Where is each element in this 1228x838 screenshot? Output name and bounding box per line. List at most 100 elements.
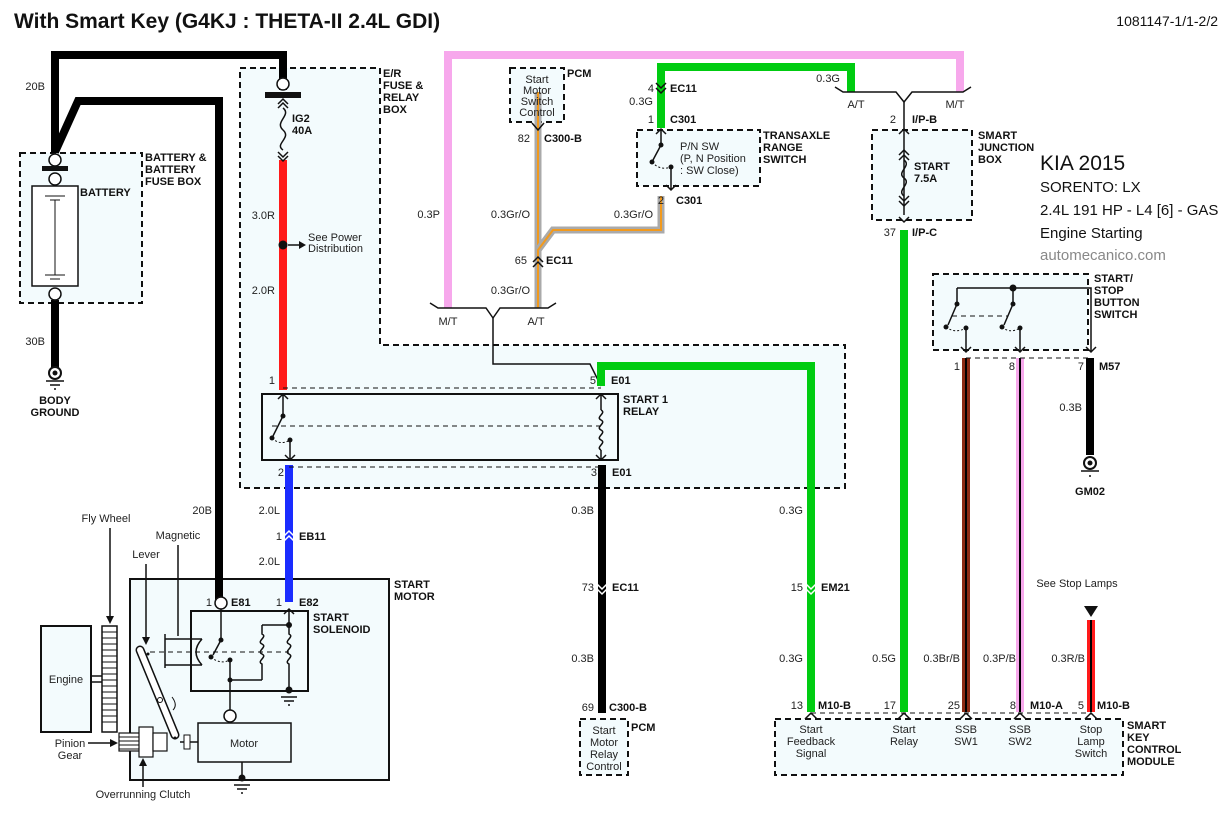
- diagram-title: With Smart Key (G4KJ : THETA-II 2.4L GDI…: [14, 10, 440, 33]
- connector-ec11-65: EC11: [546, 255, 573, 267]
- pin-8-m10a: 8: [1010, 700, 1016, 712]
- start-motor-label-1: START: [394, 579, 430, 591]
- skcm-pin-start-feedback-2: Feedback: [787, 736, 836, 748]
- pin-17: 17: [884, 700, 896, 712]
- pn-switch-text-1: P/N SW: [680, 141, 720, 153]
- er-fuse-relay-box: [239, 67, 846, 489]
- skcm-pin-start-feedback-3: Signal: [796, 748, 827, 760]
- pin-1-c301: 1: [648, 114, 654, 126]
- pcm-top-text-3: Switch: [521, 96, 553, 108]
- connector-c300b-69: C300-B: [609, 702, 647, 714]
- see-power-link-2[interactable]: Distribution: [308, 243, 363, 255]
- wire-label-3.0R: 3.0R: [252, 210, 275, 222]
- connector-ipc-37: I/P-C: [912, 227, 937, 239]
- motor-ground-icon: [234, 762, 250, 794]
- fuse-start-icon: [898, 115, 910, 224]
- splice-left-at: A/T: [527, 316, 544, 328]
- connector-ec11-73: EC11: [612, 582, 639, 594]
- pin-8-m57: 8: [1009, 361, 1015, 373]
- connector-e82: E82: [299, 597, 319, 609]
- vehicle-engine: 2.4L 191 HP - L4 [6] - GAS: [1040, 202, 1218, 219]
- pin-73: 73: [582, 582, 594, 594]
- start-stop-button-switch-box: [932, 273, 1089, 351]
- pin-15: 15: [791, 582, 803, 594]
- pcm-bottom-box: [579, 718, 629, 776]
- splice-right: [834, 86, 972, 115]
- battery-fuse-box-label-3: FUSE BOX: [145, 176, 202, 188]
- pcm-bottom-text-2: Motor: [590, 737, 618, 749]
- start-solenoid-label-2: SOLENOID: [313, 624, 371, 636]
- pcm-bottom-label: PCM: [631, 722, 655, 734]
- skcm-pin-start-relay-1: Start: [892, 724, 915, 736]
- wire-label-20B-mid: 20B: [192, 505, 212, 517]
- pin-2-c301: 2: [658, 195, 664, 207]
- splice-left: [429, 302, 557, 320]
- pin-37: 37: [884, 227, 896, 239]
- start-stop-label-1: START/: [1094, 273, 1133, 285]
- fuse-ig2-icon: [277, 97, 289, 163]
- start1-relay-label-1: START 1: [623, 394, 668, 406]
- pin-13: 13: [791, 700, 803, 712]
- skcm-pin-ssb-sw2-1: SSB: [1009, 724, 1031, 736]
- motor-terminal: [223, 709, 237, 723]
- pin-5-e01: 5: [590, 375, 596, 387]
- lever-label: Lever: [132, 549, 160, 561]
- connector-c301-1: C301: [670, 114, 696, 126]
- pin-1-e81: 1: [206, 597, 212, 609]
- wire-label-0.3G-b: 0.3G: [816, 73, 840, 85]
- sjb-label-3: BOX: [978, 154, 1003, 166]
- splice-left-mt: M/T: [439, 316, 458, 328]
- start-stop-label-2: STOP: [1094, 285, 1124, 297]
- connector-c300b-82-icon: [531, 122, 545, 132]
- pin-5-m10b: 5: [1078, 700, 1084, 712]
- connector-e01-5: E01: [611, 375, 631, 387]
- start-solenoid-label-1: START: [313, 612, 349, 624]
- smart-key-control-module-box: [774, 718, 1124, 776]
- start1-relay-label-2: RELAY: [623, 406, 660, 418]
- skcm-pin-ssb-sw1-2: SW1: [954, 736, 978, 748]
- engine-block: [40, 625, 92, 733]
- wire-label-0.3B-a: 0.3B: [571, 505, 594, 517]
- er-box-label-2: FUSE &: [383, 80, 423, 92]
- pin-3-e01: 3: [591, 467, 597, 479]
- sjb-label-1: SMART: [978, 130, 1017, 142]
- pcm-top-text-2: Motor: [523, 85, 551, 97]
- pin-1-e01: 1: [269, 375, 275, 387]
- battery-fuse-box-label-1: BATTERY &: [145, 152, 207, 164]
- start-motor-label-2: MOTOR: [394, 591, 435, 603]
- connector-c300b-82: C300-B: [544, 133, 582, 145]
- connector-m10b-13: M10-B: [818, 700, 851, 712]
- wire-label-30B: 30B: [25, 336, 45, 348]
- see-stop-lamps-link[interactable]: See Stop Lamps: [1036, 578, 1118, 590]
- wire-label-0.3B-b: 0.3B: [571, 653, 594, 665]
- connector-e01-3: E01: [612, 467, 632, 479]
- skcm-pin-ssb-sw1-1: SSB: [955, 724, 977, 736]
- wire-pink: [444, 51, 964, 308]
- start-stop-label-3: BUTTON: [1094, 297, 1140, 309]
- pin-2-e01: 2: [278, 467, 284, 479]
- pin-1-e82: 1: [276, 597, 282, 609]
- pin-1-m57: 1: [954, 361, 960, 373]
- connector-ec11-65-icon: [532, 255, 544, 268]
- skcm-pin-ssb-sw2-2: SW2: [1008, 736, 1032, 748]
- terminal-e81: [214, 596, 228, 610]
- skcm-pin-start-relay-2: Relay: [890, 736, 919, 748]
- wire-label-0.3B-c: 0.3B: [1059, 402, 1082, 414]
- fuse-start-name: START: [914, 161, 950, 173]
- transaxle-label-2: RANGE: [763, 142, 803, 154]
- pin-82: 82: [518, 133, 530, 145]
- fuse-start-rating: 7.5A: [914, 173, 937, 185]
- see-power-link-1[interactable]: See Power: [308, 232, 362, 244]
- pinion-gear-label-2: Gear: [58, 750, 83, 762]
- pn-switch-text-2: (P, N Position: [680, 153, 746, 165]
- wire-label-0.3GrO-a: 0.3Gr/O: [491, 209, 531, 221]
- relay-switch-icon: [269, 392, 601, 462]
- transaxle-range-switch-box: [636, 129, 761, 187]
- splice-right-mt: M/T: [946, 99, 965, 111]
- flywheel-label: Fly Wheel: [82, 513, 131, 525]
- wire-label-0.3GrO-c: 0.3Gr/O: [491, 285, 531, 297]
- pn-switch-text-3: : SW Close): [680, 165, 739, 177]
- pcm-bottom-text-4: Control: [586, 761, 621, 773]
- skcm-pin-stop-lamp-1: Stop: [1080, 724, 1103, 736]
